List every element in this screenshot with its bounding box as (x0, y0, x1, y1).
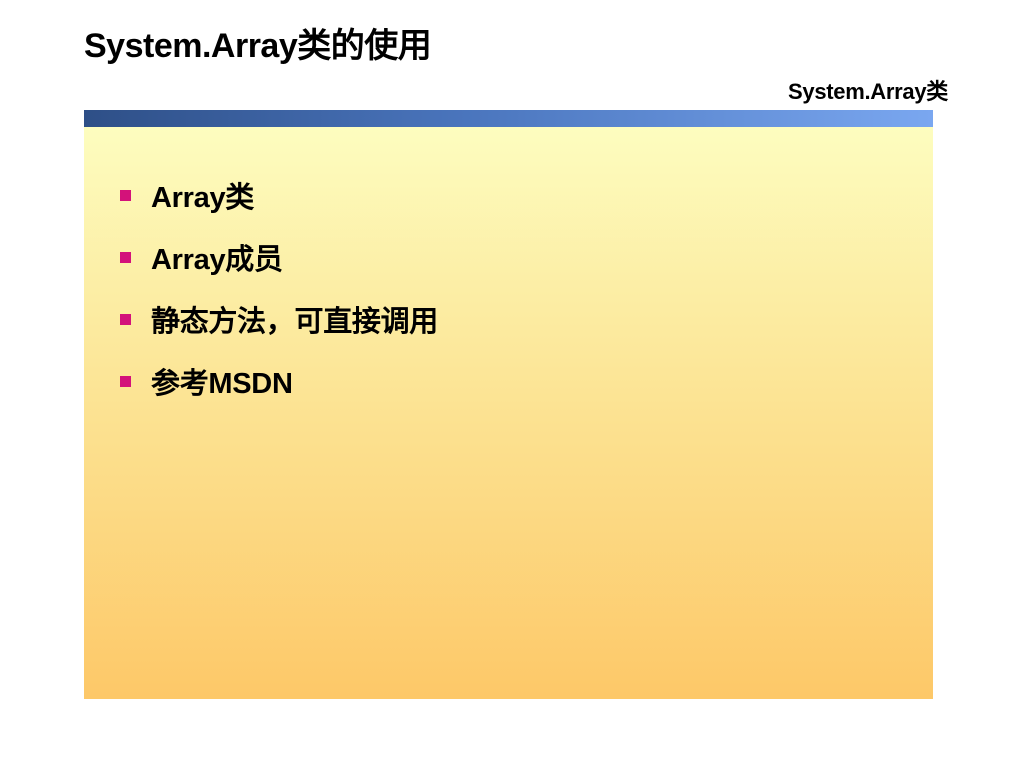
bullet-list: Array类 Array成员 静态方法，可直接调用 参考MSDN (120, 164, 438, 412)
bullet-text: 静态方法，可直接调用 (151, 306, 439, 338)
square-bullet-icon (120, 313, 131, 325)
square-bullet-icon (120, 375, 131, 387)
slide-title: System.Array类的使用 (84, 27, 432, 65)
square-bullet-icon (120, 189, 131, 201)
bullet-text: 参考MSDN (151, 368, 293, 400)
header-bar (84, 110, 933, 127)
bullet-text: Array类 (151, 182, 254, 214)
bullet-item: Array成员 (120, 226, 438, 288)
bullet-item: 参考MSDN (120, 350, 438, 412)
bullet-item: 静态方法，可直接调用 (120, 288, 438, 350)
square-bullet-icon (120, 251, 131, 263)
bullet-text: Array成员 (151, 244, 283, 276)
section-label: System.Array类 (788, 79, 948, 104)
content-panel (84, 127, 933, 699)
bullet-item: Array类 (120, 164, 438, 226)
